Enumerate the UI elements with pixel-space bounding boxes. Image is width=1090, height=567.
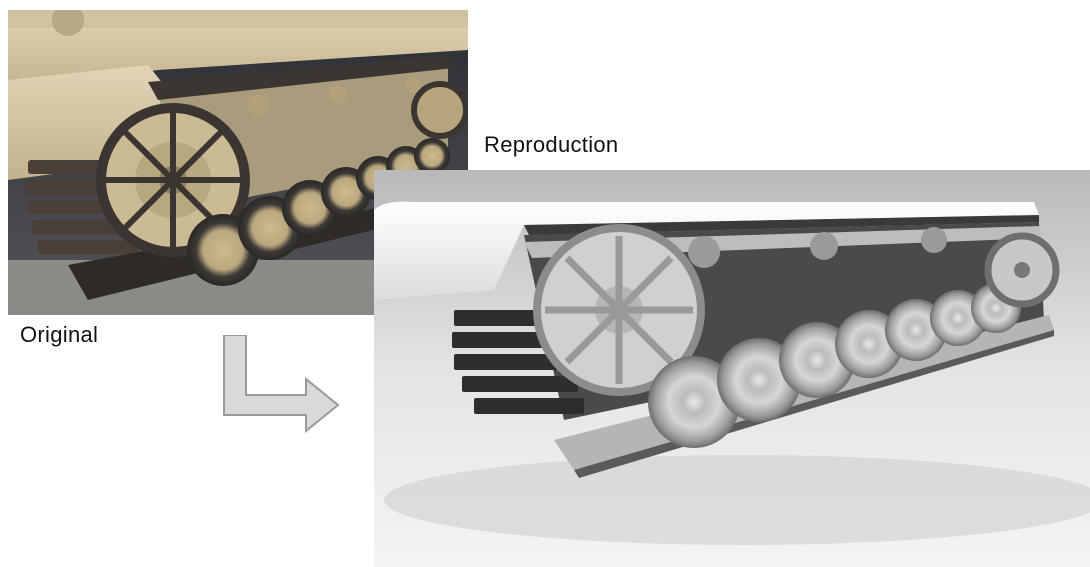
original-label: Original xyxy=(20,322,99,347)
reproduction-render-illustration xyxy=(374,170,1090,567)
reproduction-render xyxy=(374,170,1090,567)
reproduction-label: Reproduction xyxy=(484,132,619,157)
bent-arrow-right-icon xyxy=(223,335,340,434)
